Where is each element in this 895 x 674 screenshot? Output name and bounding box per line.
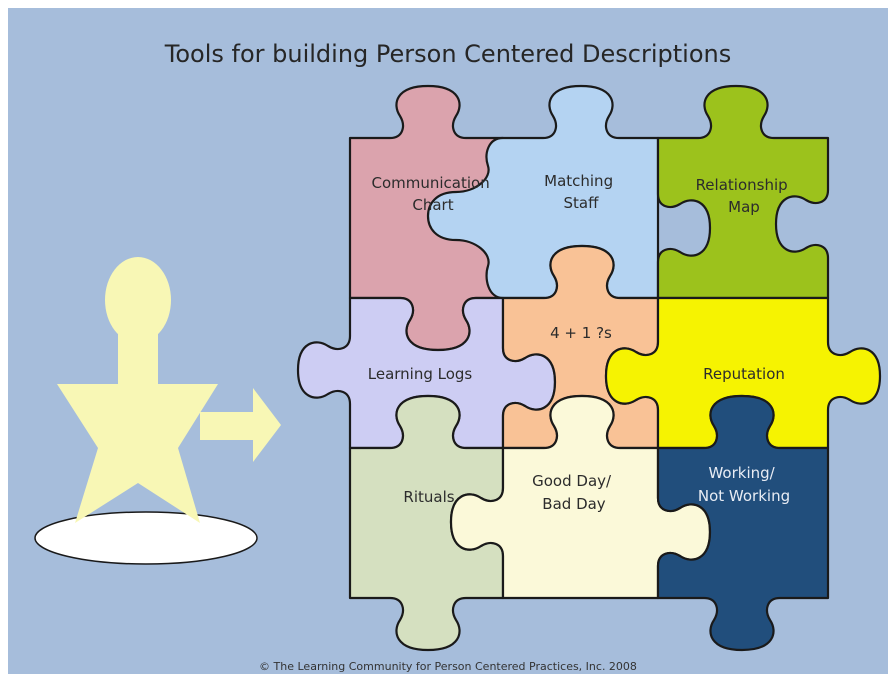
puzzle-piece-working — [656, 394, 830, 652]
puzzle-grid — [296, 84, 882, 652]
label-working: Working/ Not Working — [698, 464, 790, 505]
label-learning: Learning Logs — [368, 365, 473, 383]
label-matching-line-1: Matching — [544, 172, 613, 190]
label-rituals: Rituals — [403, 488, 454, 506]
copyright-notice: © The Learning Community for Person Cent… — [259, 660, 637, 673]
diagram-title: Tools for building Person Centered Descr… — [164, 40, 732, 68]
label-communication-line-1: Communication — [371, 174, 489, 192]
arrow-shape — [200, 388, 281, 462]
label-relationship: Relationship Map — [696, 176, 793, 216]
label-communication-line-2: Chart — [412, 196, 453, 214]
label-goodday: Good Day/ Bad Day — [532, 472, 616, 513]
label-communication: Communication Chart — [371, 174, 494, 214]
slide: Communication Chart Matching Staff Relat… — [8, 8, 888, 674]
puzzle-labels: Communication Chart Matching Staff Relat… — [368, 172, 793, 513]
figure-star-body — [57, 331, 218, 523]
figure-head — [105, 257, 171, 343]
label-relationship-line-1: Relationship — [696, 176, 788, 194]
label-matching-line-2: Staff — [564, 194, 600, 212]
person-figure — [34, 257, 258, 565]
label-relationship-line-2: Map — [728, 198, 760, 216]
label-reputation: Reputation — [703, 365, 785, 383]
figure-base-ellipse — [34, 511, 258, 565]
label-working-line-1: Working/ — [708, 464, 775, 482]
diagram-canvas: Communication Chart Matching Staff Relat… — [34, 84, 882, 652]
label-fourplusone: 4 + 1 ?s — [550, 324, 612, 342]
puzzle-piece-relationship — [656, 84, 830, 300]
label-matching: Matching Staff — [544, 172, 618, 212]
label-working-line-2: Not Working — [698, 487, 790, 505]
label-goodday-line-1: Good Day/ — [532, 472, 612, 490]
label-goodday-line-2: Bad Day — [542, 495, 606, 513]
